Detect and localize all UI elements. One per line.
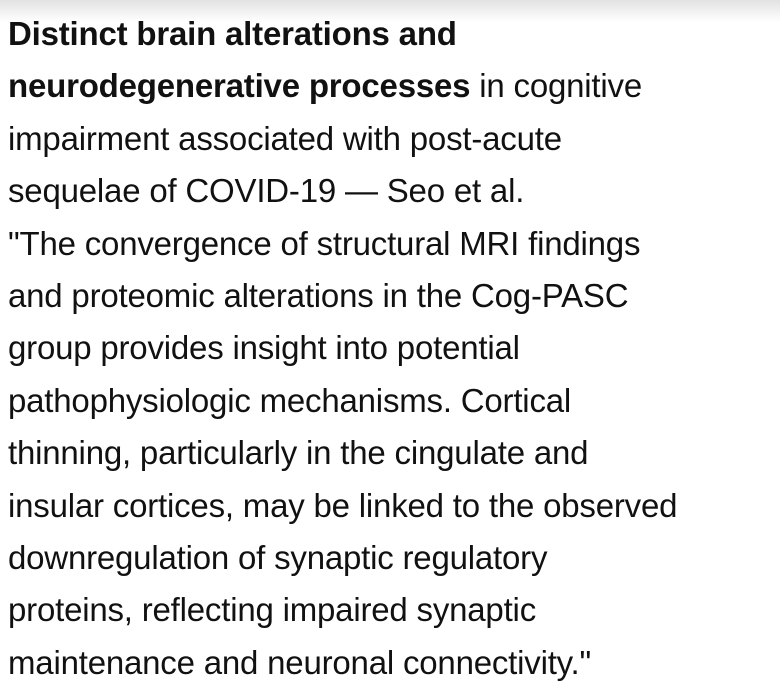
title-bold: neurodegenerative processes xyxy=(8,67,471,105)
title-line-2: neurodegenerative processes in cognitive xyxy=(8,60,677,112)
title-bold: Distinct brain alterations and xyxy=(8,15,457,52)
subtitle-line: sequelae of COVID-19 — Seo et al. xyxy=(8,172,525,210)
title-rest: in cognitive xyxy=(470,67,642,105)
quote-line: proteins, reflecting impaired synaptic xyxy=(8,591,536,629)
quote-line: and proteomic alterations in the Cog-PAS… xyxy=(8,277,629,315)
quote-line: downregulation of synaptic regulatory xyxy=(8,539,548,577)
quote-line: "The convergence of structural MRI findi… xyxy=(8,224,641,262)
quote-line: thinning, particularly in the cingulate … xyxy=(8,434,589,472)
subtitle-line: impairment associated with post-acute xyxy=(8,119,562,157)
quote-line: insular cortices, may be linked to the o… xyxy=(8,486,678,524)
quote-line: group provides insight into potential xyxy=(8,329,520,367)
top-shadow xyxy=(0,0,780,22)
quote-line: maintenance and neuronal connectivity." xyxy=(8,643,592,681)
title-line-1: Distinct brain alterations and xyxy=(8,8,677,60)
quote-line: pathophysiologic mechanisms. Cortical xyxy=(8,381,572,419)
article-text: Distinct brain alterations and neurodege… xyxy=(8,8,677,689)
